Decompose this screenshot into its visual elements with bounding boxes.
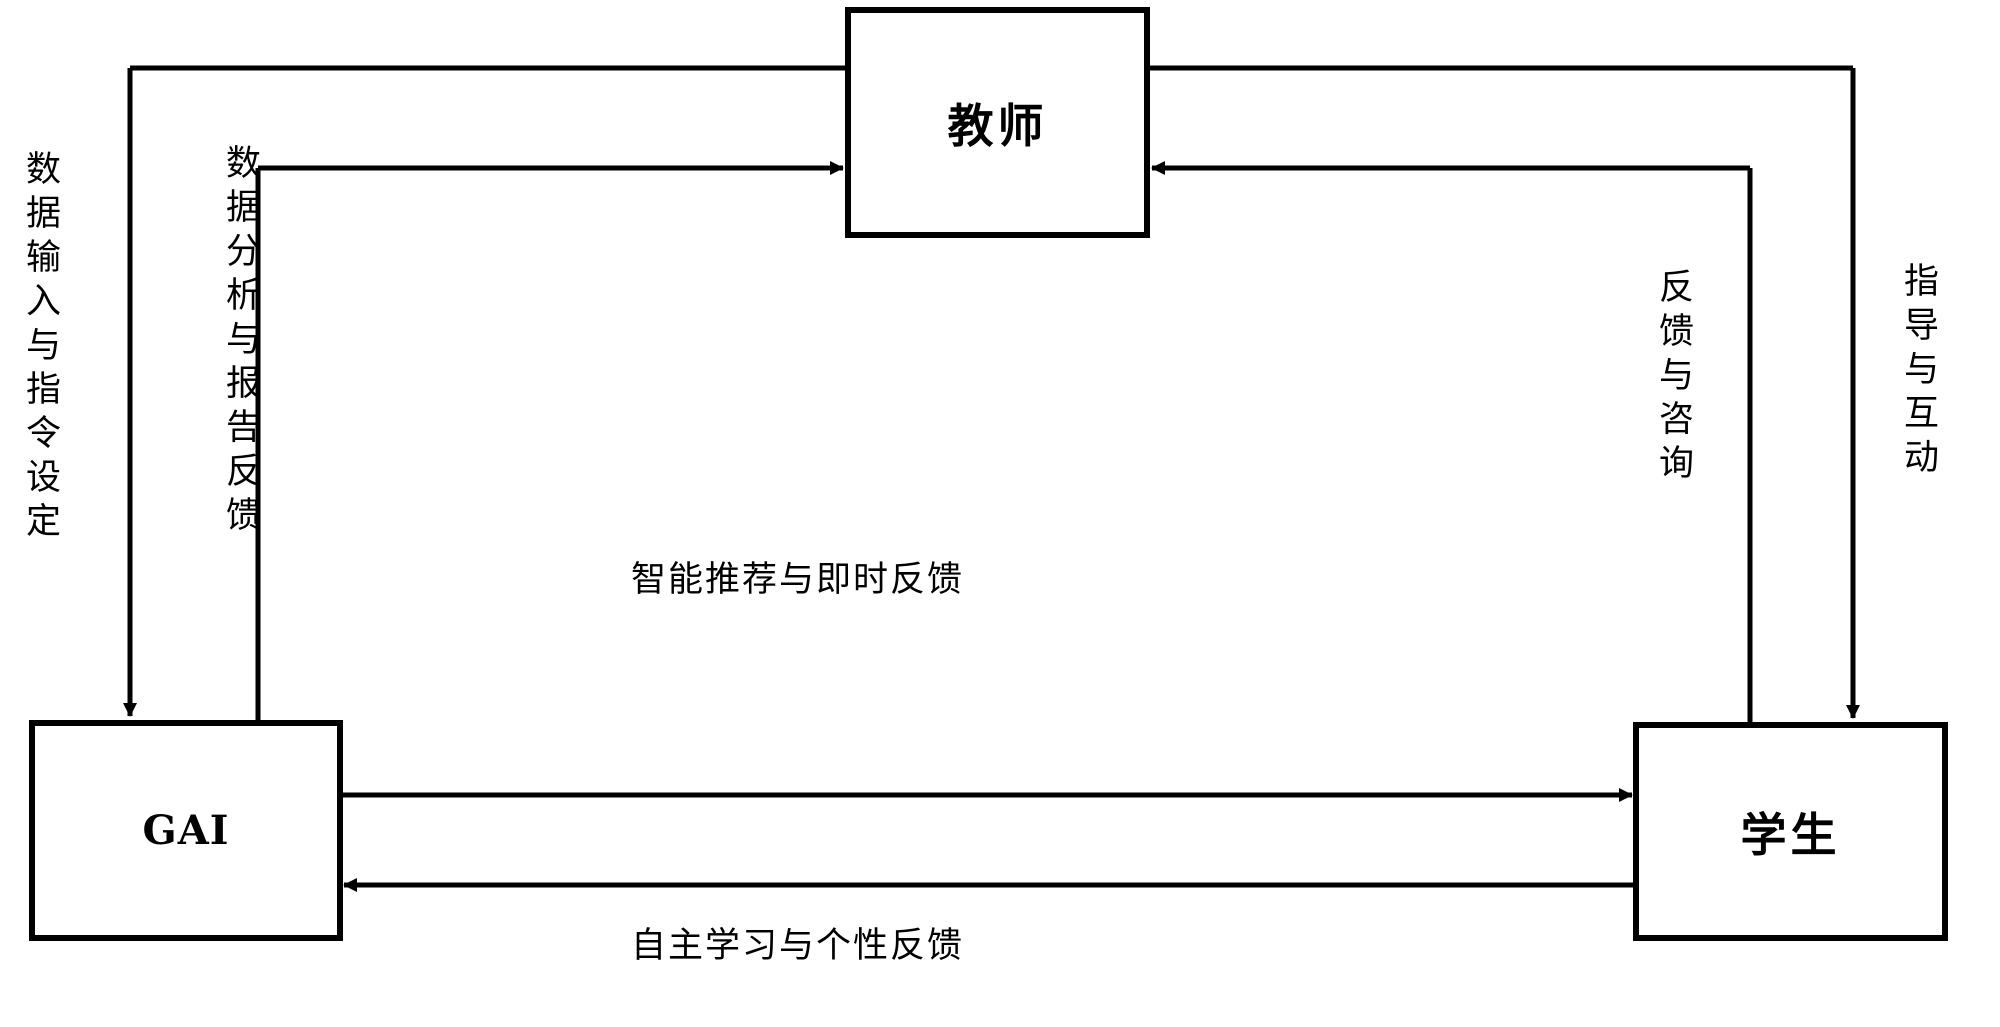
edge-label-gai-input: 数据输入与指令设定: [20, 150, 60, 546]
edge-label-feedback-consultation: 反馈与咨询: [1653, 268, 1693, 488]
node-box-teacher[interactable]: [845, 7, 1150, 238]
edge-label-data-analysis-report: 数据分析与报告反馈: [220, 144, 260, 540]
node-box-student[interactable]: [1633, 722, 1948, 941]
edge-label-smart-recommendation: 智能推荐与即时反馈: [631, 560, 965, 600]
node-box-gai[interactable]: [29, 720, 343, 941]
edge-label-autonomous-learning: 自主学习与个性反馈: [631, 926, 965, 966]
edge-label-guidance-interaction: 指导与互动: [1898, 262, 1938, 482]
